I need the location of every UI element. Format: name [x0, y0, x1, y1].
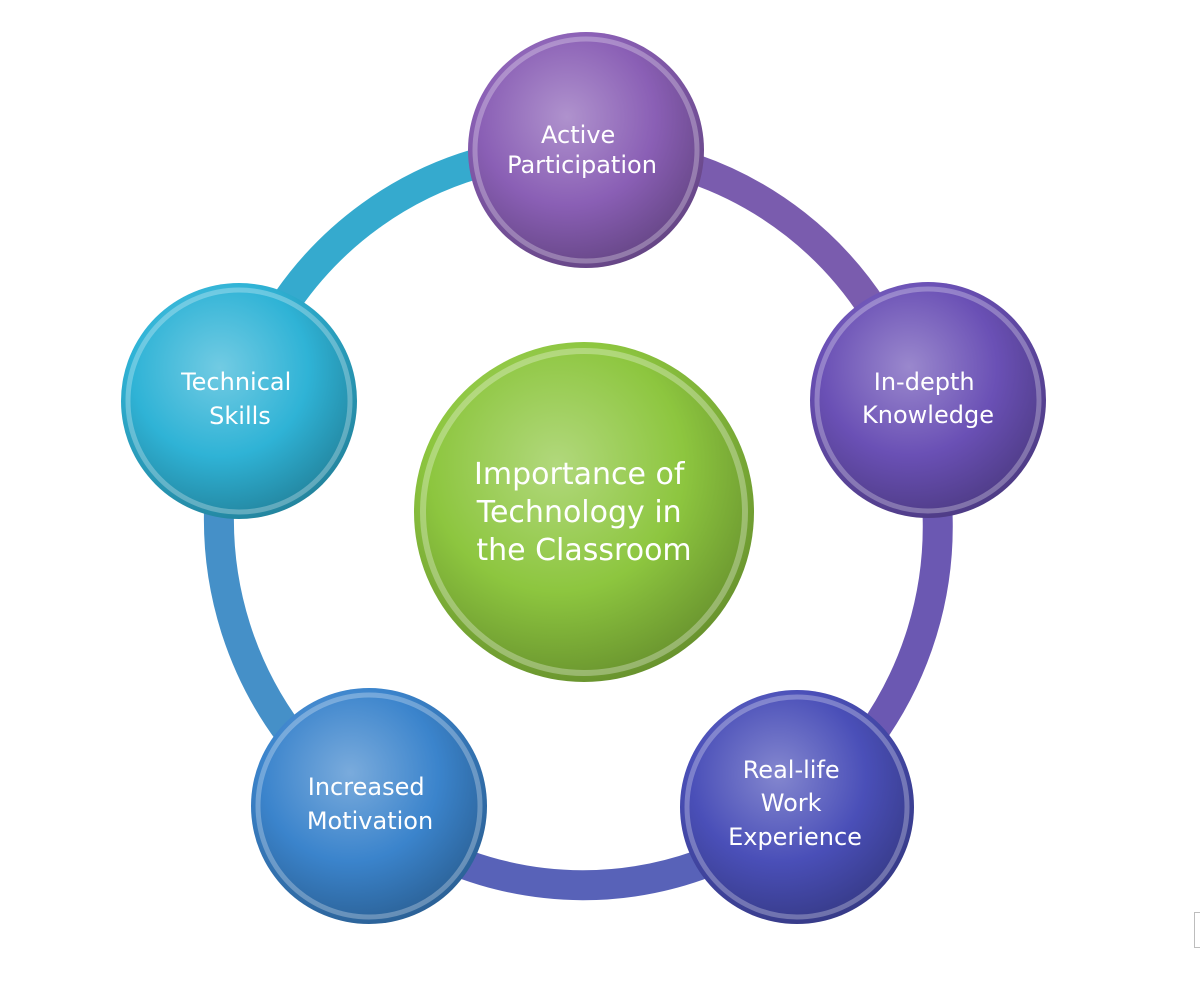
node-rim [472, 36, 700, 264]
node-label-line: Work [761, 789, 822, 817]
center-rim [420, 348, 748, 676]
node-circle [810, 282, 1046, 518]
node-real-life-work-experience: Real-life Work Experience [680, 690, 914, 924]
node-label: In-depth Knowledge [862, 368, 994, 429]
node-label: Technical Skills [180, 368, 299, 430]
node-label: Real-life Work Experience [728, 756, 862, 851]
node-label: Increased Motivation [307, 773, 433, 835]
page-edge-marker [1194, 912, 1200, 948]
node-label-line: Knowledge [862, 401, 994, 429]
center-circle [414, 342, 754, 682]
node-label-line: Increased [308, 773, 425, 801]
node-label-line: Active [541, 121, 615, 149]
node-label-line: Experience [728, 823, 862, 851]
node-rim [684, 694, 910, 920]
center-node: Importance of Technology in the Classroo… [414, 342, 754, 682]
node-circle [251, 688, 487, 924]
node-label-line: Real-life [743, 756, 840, 784]
center-label: Importance of Technology in the Classroo… [474, 457, 694, 568]
node-label-line: Participation [507, 151, 657, 179]
node-label-line: Technical [180, 368, 291, 396]
node-label-line: In-depth [874, 368, 975, 396]
node-circle [468, 32, 704, 268]
center-label-line: the Classroom [476, 533, 691, 568]
node-in-depth-knowledge: In-depth Knowledge [810, 282, 1046, 518]
node-circle [680, 690, 914, 924]
node-rim [814, 286, 1042, 514]
node-label: Active Participation [507, 121, 657, 179]
node-active-participation: Active Participation [468, 32, 704, 268]
center-label-line: Technology in [476, 495, 682, 530]
node-rim [125, 287, 353, 515]
node-label-line: Motivation [307, 807, 433, 835]
node-label-line: Skills [209, 402, 271, 430]
node-increased-motivation: Increased Motivation [251, 688, 487, 924]
node-circle [121, 283, 357, 519]
center-label-line: Importance of [474, 457, 686, 492]
node-rim [255, 692, 483, 920]
node-technical-skills: Technical Skills [121, 283, 357, 519]
